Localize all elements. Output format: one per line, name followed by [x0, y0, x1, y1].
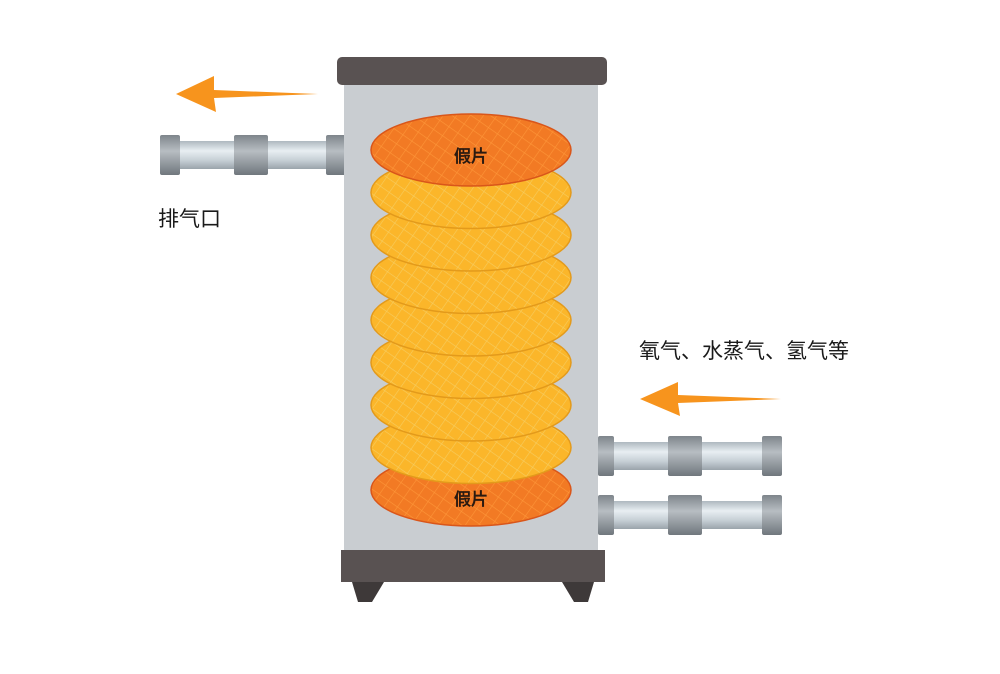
chamber-cap: [337, 57, 607, 85]
dummy-wafer-top-label: 假片: [454, 146, 488, 167]
furnace-leg-left: [352, 582, 384, 602]
furnace-leg-right: [562, 582, 594, 602]
furnace-base: [341, 550, 605, 582]
inlet-pipe-lower: [598, 495, 782, 535]
inlet-pipe-upper: [598, 436, 782, 476]
inlet-arrow-icon: [640, 382, 781, 416]
exhaust-label: 排气口: [158, 207, 221, 231]
dummy-wafer-bottom-label: 假片: [454, 489, 488, 510]
wafer-stack: [370, 113, 572, 527]
exhaust-pipe: [160, 135, 348, 175]
dummy-wafer-grid: [372, 115, 570, 185]
inlet-gases-label: 氧气、水蒸气、氢气等: [639, 339, 849, 363]
exhaust-arrow-icon: [176, 76, 318, 112]
